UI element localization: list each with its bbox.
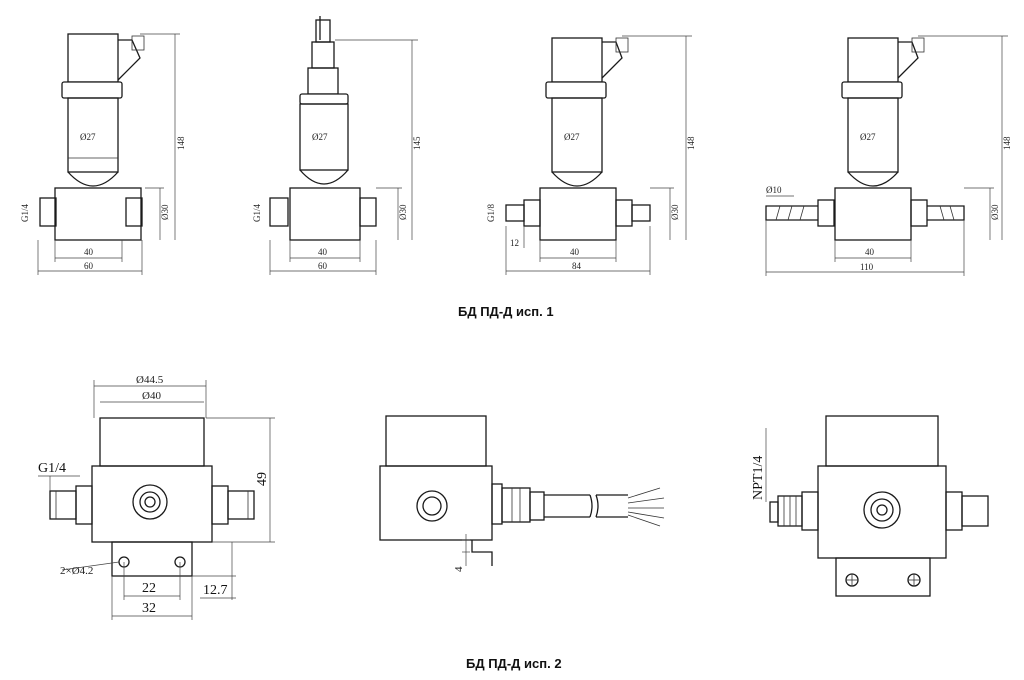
v2-side-view: 4 bbox=[379, 415, 665, 572]
v1d1-overall-width: 60 bbox=[84, 261, 94, 271]
caption-variant-2: БД ПД-Д исп. 2 bbox=[466, 656, 562, 671]
v2-front-view: Ø44.5 Ø40 49 G1/4 2×Ø4.2 22 32 12.7 bbox=[38, 374, 275, 620]
v1d4-port-label: Ø10 bbox=[766, 185, 782, 195]
v2-clearance: 4 bbox=[453, 566, 465, 572]
v1d4-center-width: 40 bbox=[865, 247, 875, 257]
v1d2-overall-width: 60 bbox=[318, 261, 328, 271]
caption-variant-1: БД ПД-Д исп. 1 bbox=[458, 304, 554, 319]
v2-npt-view: NPT1/4 bbox=[751, 415, 989, 597]
v2-npt: NPT1/4 bbox=[751, 456, 766, 500]
v2-bracket-width: 32 bbox=[142, 601, 156, 616]
v1d4-bodyheight-label: Ø30 bbox=[990, 204, 1000, 220]
v1d2-center-width: 40 bbox=[318, 247, 328, 257]
v1d4-overall-width: 110 bbox=[860, 262, 874, 272]
v2-holes: 2×Ø4.2 bbox=[60, 565, 93, 577]
v2-cap-inner: Ø40 bbox=[142, 390, 161, 402]
v1d3-center-width: 40 bbox=[570, 247, 580, 257]
v2-cap-outer: Ø44.5 bbox=[136, 374, 164, 386]
v1-drawing-2: Ø27 145 Ø30 G1/4 40 60 bbox=[252, 16, 422, 275]
v1d4-height-label: 148 bbox=[1002, 136, 1012, 150]
v1-drawing-3: Ø27 148 Ø30 G1/8 12 40 84 bbox=[486, 35, 696, 275]
v1d3-port-label: G1/8 bbox=[486, 204, 496, 223]
v1d1-diameter-label: Ø27 bbox=[80, 132, 96, 142]
v1d3-diameter-label: Ø27 bbox=[564, 132, 580, 142]
v2-bracket-height: 12.7 bbox=[203, 583, 228, 598]
v1d2-height-label: 145 bbox=[412, 136, 422, 150]
v1d2-bodyheight-label: Ø30 bbox=[398, 204, 408, 220]
v1d1-center-width: 40 bbox=[84, 247, 94, 257]
v1d1-port-label: G1/4 bbox=[20, 204, 30, 223]
v2-hole-spacing: 22 bbox=[142, 581, 156, 596]
v1d1-height-label: 148 bbox=[176, 136, 186, 150]
v1d3-height-label: 148 bbox=[686, 136, 696, 150]
v1d1-bodyheight-label: Ø30 bbox=[160, 204, 170, 220]
v1-drawing-4: Ø27 148 Ø30 Ø10 40 110 bbox=[765, 35, 1012, 276]
v1d2-port-label: G1/4 bbox=[252, 204, 262, 223]
v2-height: 49 bbox=[255, 472, 270, 486]
v1-drawing-1: Ø27 148 Ø30 G1/4 40 60 bbox=[20, 33, 186, 275]
v1d4-diameter-label: Ø27 bbox=[860, 132, 876, 142]
v1d3-fitting-length: 12 bbox=[510, 238, 519, 248]
v1d2-diameter-label: Ø27 bbox=[312, 132, 328, 142]
v2-thread: G1/4 bbox=[38, 461, 66, 476]
v1d3-bodyheight-label: Ø30 bbox=[670, 204, 680, 220]
v1d3-overall-width: 84 bbox=[572, 261, 582, 271]
